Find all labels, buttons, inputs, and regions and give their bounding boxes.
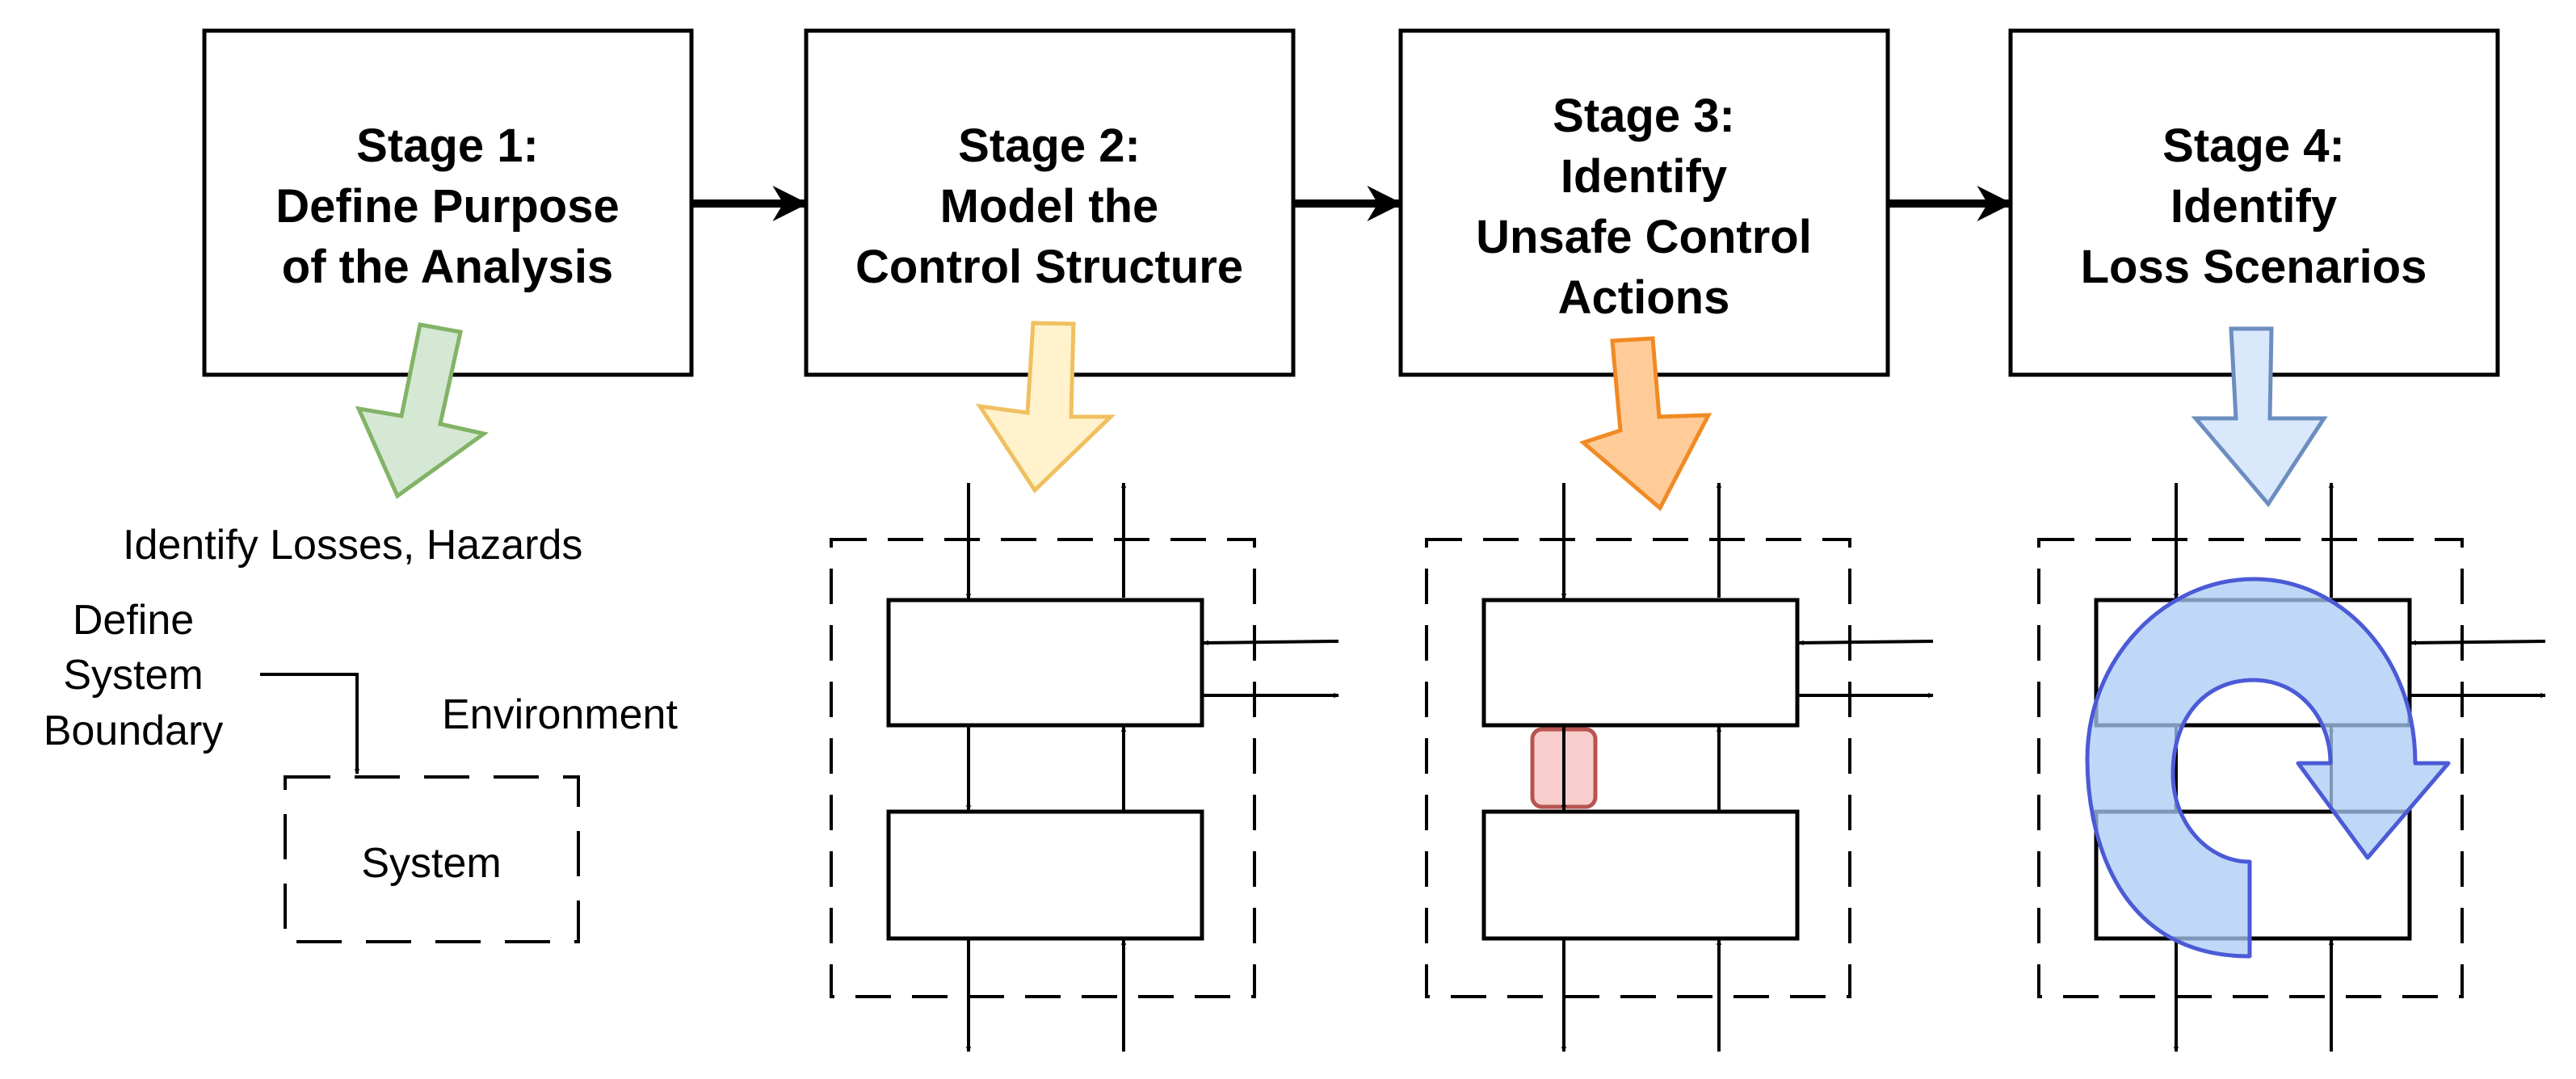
stage-1-line-1: Stage 1:	[356, 120, 539, 172]
control-structure-stage-3	[1425, 482, 1934, 1052]
outer-dashed-boundary	[2037, 538, 2464, 998]
system-boundary-box	[284, 775, 580, 943]
stage-3-box: Stage 3: Identify Unsafe Control Actions	[1398, 28, 1890, 377]
environment-label: Environment	[442, 691, 678, 738]
stage-4-line-2: Identify	[2170, 180, 2337, 233]
define-boundary-line-3: Boundary	[44, 707, 224, 754]
stage-3-line-2: Identify	[1561, 150, 1727, 203]
stage-2-box: Stage 2: Model the Control Structure	[804, 28, 1296, 377]
stage-2-line-1: Stage 2:	[958, 120, 1141, 172]
stage-1-line-2: Define Purpose	[275, 180, 619, 233]
controlled-process-block	[1481, 809, 1800, 941]
define-boundary-line-1: Define	[73, 597, 194, 644]
boundary-pointer-arrow	[260, 673, 360, 775]
external-input-arrow	[2410, 640, 2546, 646]
stage-2-line-3: Control Structure	[855, 241, 1243, 293]
control-structure-stage-2	[830, 482, 1339, 1052]
outer-dashed-boundary	[1425, 538, 1851, 998]
controller-block	[1481, 598, 1800, 728]
controlled-process-block	[886, 809, 1204, 941]
external-input-arrow	[1203, 640, 1339, 646]
stage-3-line-4: Actions	[1558, 271, 1730, 324]
stage-1-box: Stage 1: Define Purpose of the Analysis	[202, 28, 694, 377]
outer-dashed-boundary	[830, 538, 1256, 998]
loss-scenario-loop-arrow	[2085, 577, 2451, 959]
stage-1-line-3: of the Analysis	[282, 241, 613, 293]
stage-3-line-1: Stage 3:	[1553, 90, 1735, 142]
stage-4-box: Stage 4: Identify Loss Scenarios	[2008, 28, 2500, 377]
system-label: System	[361, 840, 501, 887]
stage-2-line-2: Model the	[940, 180, 1159, 233]
stage-3-line-3: Unsafe Control	[1476, 211, 1812, 263]
external-input-arrow	[1798, 640, 1934, 646]
stage-4-line-1: Stage 4:	[2162, 120, 2345, 172]
define-boundary-line-2: System	[63, 652, 203, 699]
yellow-block-arrow	[975, 321, 1116, 493]
orange-block-arrow	[1578, 336, 1712, 511]
stage-4-line-3: Loss Scenarios	[2081, 241, 2427, 293]
controller-block	[886, 598, 1204, 728]
blue-block-arrow	[2191, 326, 2328, 508]
green-block-arrow	[355, 322, 489, 499]
control-structure-stage-4	[2037, 482, 2546, 1052]
losses-hazards-label: Identify Losses, Hazards	[123, 522, 582, 569]
